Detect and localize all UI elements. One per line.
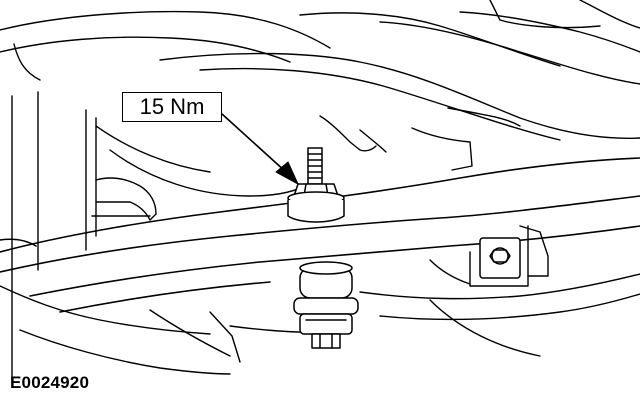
figure-id-label: E0024920 [10,373,90,392]
torque-callout: 15 Nm [122,92,222,122]
callout-leader-arrow [222,114,298,184]
subframe-bolt [480,238,520,278]
vehicle-body-outline [0,0,640,380]
stabilizer-link-upper-nut [288,148,344,222]
torque-value-label: 15 Nm [139,94,205,119]
stabilizer-link-lower-bushing [294,262,358,348]
